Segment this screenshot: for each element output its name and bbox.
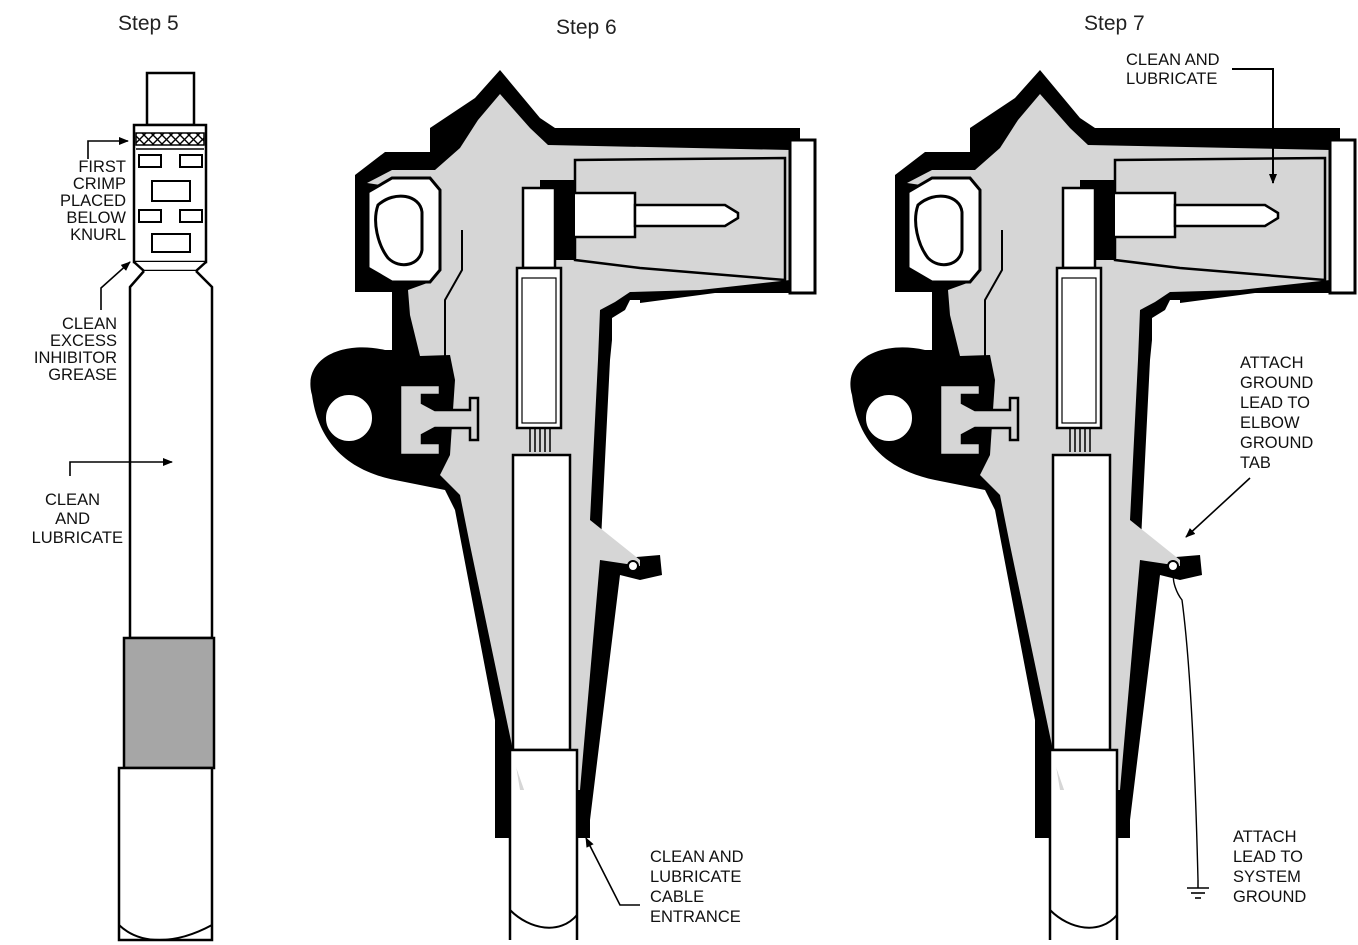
step-5-cable-figure bbox=[117, 71, 216, 942]
svg-text:EXCESS: EXCESS bbox=[50, 332, 117, 350]
step-6-elbow-figure bbox=[308, 68, 817, 942]
label-first-crimp: FIRST CRIMP PLACED BELOW KNURL bbox=[60, 137, 129, 244]
step-7-elbow-figure bbox=[848, 68, 1357, 942]
attach-ground-arrow bbox=[1185, 477, 1251, 538]
label-system-ground: ATTACH LEAD TO SYSTEM GROUND bbox=[1233, 828, 1306, 906]
svg-text:LUBRICATE: LUBRICATE bbox=[1126, 70, 1217, 88]
svg-text:CLEAN AND: CLEAN AND bbox=[1126, 51, 1220, 69]
svg-text:CLEAN: CLEAN bbox=[62, 315, 117, 333]
svg-text:FIRST: FIRST bbox=[78, 158, 126, 176]
svg-text:GREASE: GREASE bbox=[48, 366, 117, 384]
semicon-band bbox=[122, 636, 216, 770]
svg-text:CLEAN: CLEAN bbox=[45, 491, 100, 509]
svg-text:AND: AND bbox=[55, 510, 90, 528]
svg-text:CRIMP: CRIMP bbox=[73, 175, 126, 193]
clean-lubricate-7-arrow bbox=[1232, 68, 1277, 184]
clean-grease-arrow bbox=[100, 261, 131, 310]
ground-lead-wire bbox=[1172, 569, 1199, 881]
svg-text:INHIBITOR: INHIBITOR bbox=[34, 349, 117, 367]
step-7-title: Step 7 bbox=[1084, 12, 1145, 35]
svg-text:GROUND: GROUND bbox=[1233, 888, 1306, 906]
step-5-title: Step 5 bbox=[118, 12, 179, 35]
cable-entrance-arrow bbox=[585, 837, 640, 906]
svg-text:SYSTEM: SYSTEM bbox=[1233, 868, 1301, 886]
svg-text:LUBRICATE: LUBRICATE bbox=[650, 868, 741, 886]
svg-text:LUBRICATE: LUBRICATE bbox=[32, 529, 123, 547]
step-6-title: Step 6 bbox=[556, 16, 617, 39]
svg-text:ATTACH: ATTACH bbox=[1240, 354, 1304, 372]
label-clean-grease: CLEAN EXCESS INHIBITOR GREASE bbox=[34, 261, 131, 384]
label-clean-lubricate-7: CLEAN AND LUBRICATE bbox=[1126, 51, 1277, 184]
svg-text:ELBOW: ELBOW bbox=[1240, 414, 1300, 432]
svg-text:GROUND: GROUND bbox=[1240, 374, 1313, 392]
label-attach-ground: ATTACH GROUND LEAD TO ELBOW GROUND TAB bbox=[1185, 354, 1313, 538]
svg-text:PLACED: PLACED bbox=[60, 192, 126, 210]
svg-text:BELOW: BELOW bbox=[66, 209, 126, 227]
knurl-band bbox=[135, 132, 205, 146]
svg-text:GROUND: GROUND bbox=[1240, 434, 1313, 452]
svg-text:CABLE: CABLE bbox=[650, 888, 704, 906]
svg-text:LEAD TO: LEAD TO bbox=[1233, 848, 1303, 866]
label-cable-entrance: CLEAN AND LUBRICATE CABLE ENTRANCE bbox=[585, 837, 744, 926]
svg-text:CLEAN AND: CLEAN AND bbox=[650, 848, 744, 866]
label-clean-lubricate-5: CLEAN AND LUBRICATE bbox=[32, 458, 173, 547]
svg-text:ATTACH: ATTACH bbox=[1233, 828, 1297, 846]
system-ground-icon bbox=[1187, 880, 1209, 899]
svg-text:ENTRANCE: ENTRANCE bbox=[650, 908, 741, 926]
clean-lubricate-5-arrow bbox=[69, 458, 173, 476]
first-crimp-arrow bbox=[87, 137, 129, 159]
svg-text:KNURL: KNURL bbox=[70, 226, 126, 244]
svg-text:TAB: TAB bbox=[1240, 454, 1271, 472]
svg-text:LEAD TO: LEAD TO bbox=[1240, 394, 1310, 412]
